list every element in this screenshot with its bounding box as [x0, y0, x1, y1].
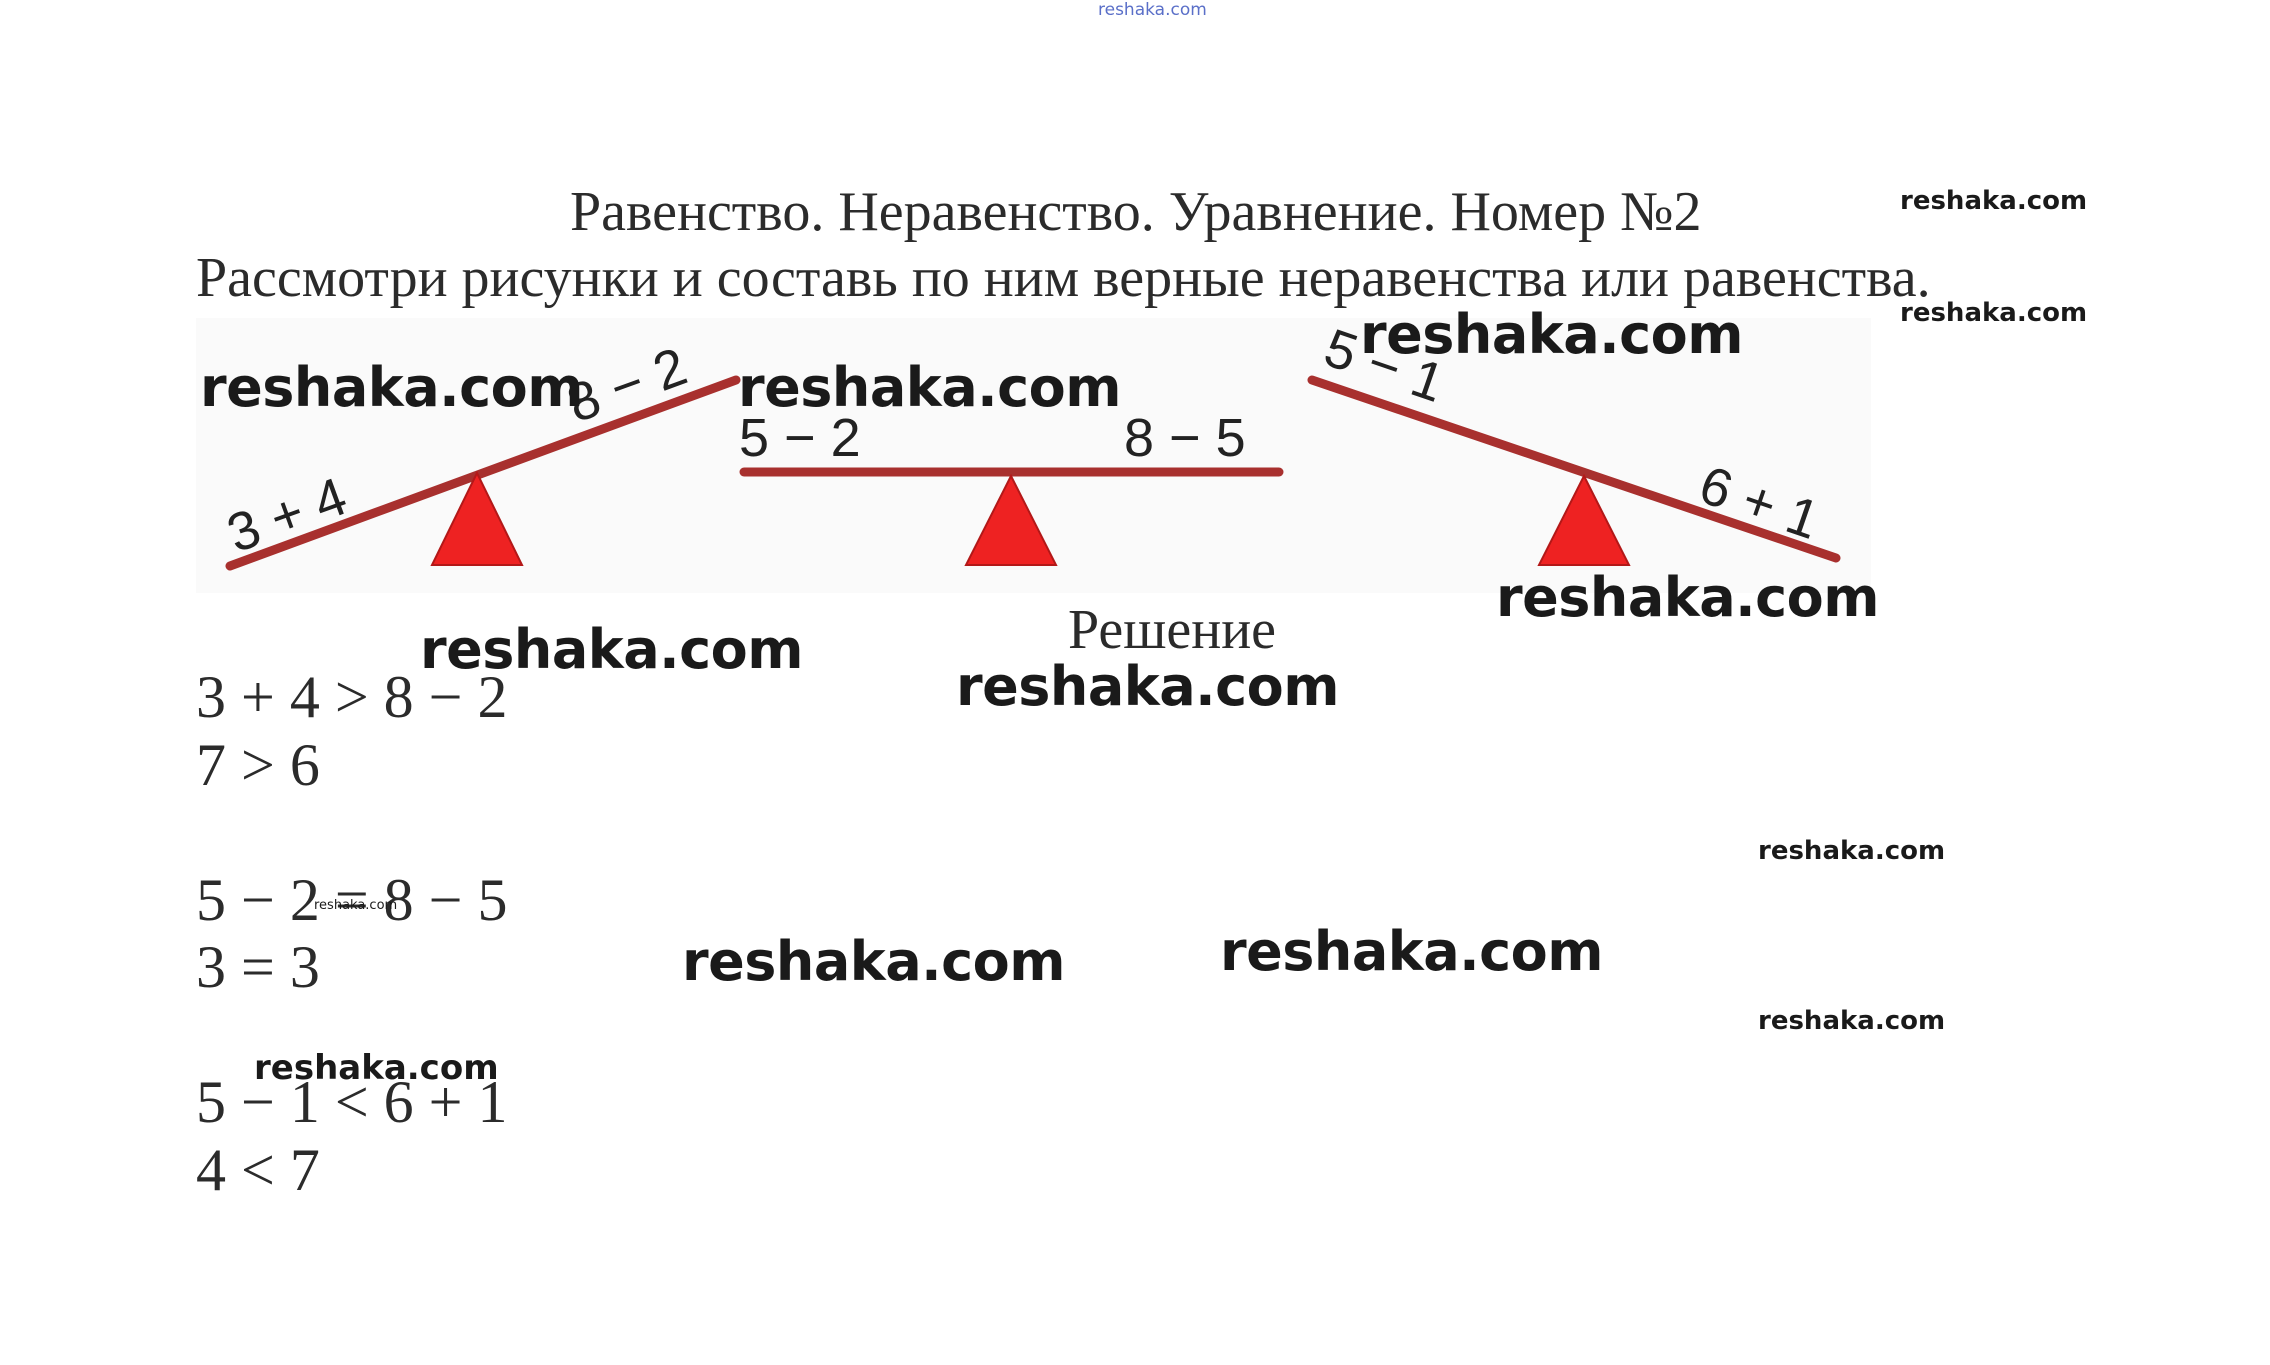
solution-line-2: 7 > 6 [196, 732, 320, 798]
watermark: reshaka.com [314, 898, 398, 913]
watermark: reshaka.com [1900, 186, 2088, 216]
page-title: Равенство. Неравенство. Уравнение. Номер… [570, 181, 1702, 243]
solution-line-5: 5 − 1 < 6 + 1 [196, 1069, 508, 1135]
watermark: reshaka.com [1360, 303, 1744, 366]
solution-line-6: 4 < 7 [196, 1137, 320, 1203]
solution-heading: Решение [1068, 599, 1277, 661]
watermark: reshaka.com [254, 1048, 499, 1088]
top-watermark: reshaka.com [1098, 0, 1207, 20]
watermark: reshaka.com [1220, 920, 1604, 983]
watermark: reshaka.com [738, 356, 1122, 419]
watermark: reshaka.com [1758, 836, 1946, 866]
scale-3-beam [1307, 375, 1841, 563]
solution-line-3: 5 − 2 = 8 − 5 [196, 867, 508, 933]
scale-3-support [1537, 473, 1631, 566]
scale-2: 5 − 2 8 − 5 [739, 408, 1284, 566]
watermark: reshaka.com [956, 655, 1340, 718]
solution-line-4: 3 = 3 [196, 934, 320, 1000]
balance-scales-figure: 3 + 4 8 − 2 5 − 2 8 − 5 5 − 1 6 + 1 [196, 318, 1871, 593]
scale-2-right-label: 8 − 5 [1124, 408, 1246, 468]
watermark: reshaka.com [1496, 566, 1880, 629]
scale-2-support [964, 473, 1058, 566]
task-text: Рассмотри рисунки и составь по ним верны… [196, 247, 1931, 309]
scale-1-beam [225, 375, 741, 571]
watermark: reshaka.com [682, 930, 1066, 993]
watermark: reshaka.com [1758, 1006, 1946, 1036]
solution-line-1: 3 + 4 > 8 − 2 [196, 664, 508, 730]
watermark: reshaka.com [1900, 298, 2088, 328]
watermark: reshaka.com [200, 356, 584, 419]
scale-1-support [430, 470, 524, 566]
watermark: reshaka.com [420, 618, 804, 681]
scale-2-left-label: 5 − 2 [739, 408, 861, 468]
